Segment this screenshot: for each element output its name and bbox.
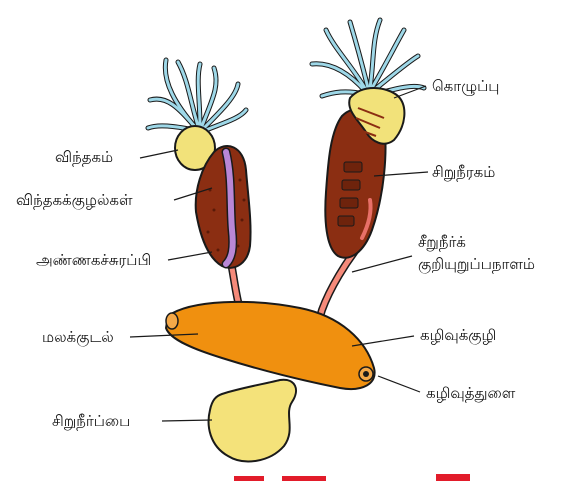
label-seminal-tubes: விந்தகக்குழல்கள் bbox=[16, 191, 133, 209]
label-fat-body: கொழுப்பு bbox=[432, 77, 499, 95]
label-kidney: சிறுநீரகம் bbox=[432, 163, 495, 181]
label-cloacal-opening: கழிவுத்துளை bbox=[426, 384, 515, 402]
urinary-bladder bbox=[209, 380, 296, 462]
label-testis: விந்தகம் bbox=[55, 148, 113, 166]
bottom-red-fragments bbox=[234, 474, 470, 481]
label-rectum: மலக்குடல் bbox=[42, 328, 114, 346]
label-cloaca: கழிவுக்குழி bbox=[420, 326, 496, 344]
label-bladder: சிறுநீர்ப்பை bbox=[52, 412, 130, 430]
rectum-cloaca bbox=[166, 302, 375, 389]
label-prostate: அண்ணகச்சுரப்பி bbox=[36, 251, 151, 269]
label-ureter-line1: சீறுநீர்க் bbox=[418, 233, 466, 251]
rectum-opening bbox=[166, 313, 178, 329]
label-ureter-line2: குறியுறுப்பநாளம் bbox=[418, 255, 535, 273]
